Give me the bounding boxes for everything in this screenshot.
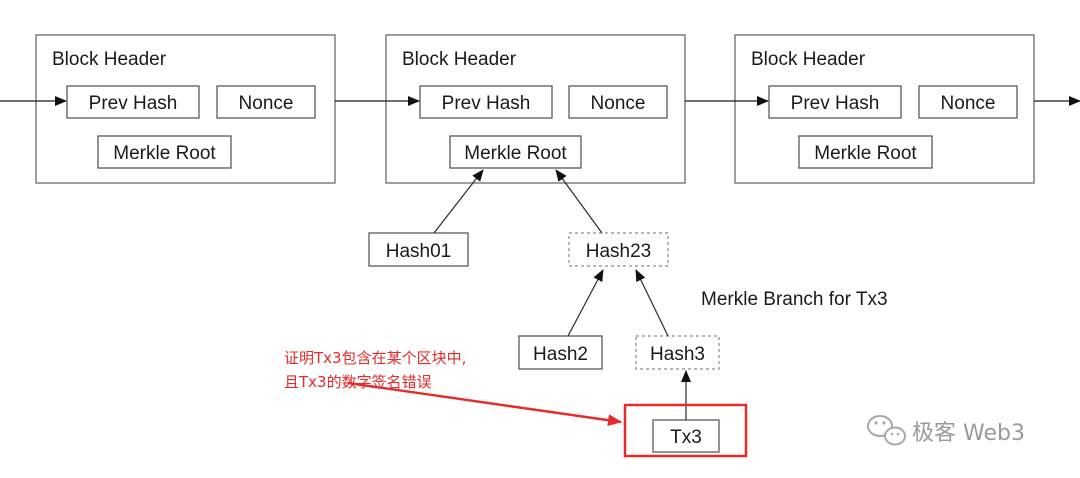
merkle-root-field <box>449 135 582 169</box>
prev-hash-label: Prev Hash <box>791 93 880 114</box>
nonce-field <box>216 85 316 119</box>
link-hash3-to-hash23 <box>635 269 669 337</box>
hash2-node <box>518 335 603 370</box>
hash3-node <box>635 335 720 370</box>
tx3-highlight-box <box>623 403 748 458</box>
prev-hash-label: Prev Hash <box>442 93 531 114</box>
nonce-field <box>918 85 1018 119</box>
link-hash01-to-root <box>433 169 484 234</box>
nonce-label: Nonce <box>591 93 646 114</box>
merkle-root-field <box>97 135 232 169</box>
block-3: Block Header Prev Hash Nonce Merkle Root <box>734 34 1035 184</box>
merkle-root-label: Merkle Root <box>113 143 216 164</box>
wechat-icon <box>867 415 906 446</box>
hash01-node <box>368 232 469 267</box>
tx3-node <box>652 419 720 453</box>
merkle-root-field <box>798 135 933 169</box>
block-header-label: Block Header <box>402 49 517 70</box>
hash3-label: Hash3 <box>650 344 705 365</box>
hash2-label: Hash2 <box>533 344 588 365</box>
prev-hash-field <box>768 85 902 119</box>
prev-hash-field <box>66 85 200 119</box>
link-hash23-to-root <box>555 169 603 234</box>
merkle-branch-caption: Merkle Branch for Tx3 <box>701 289 888 310</box>
link-hash2-to-hash23 <box>567 269 604 337</box>
tx3-label: Tx3 <box>670 427 702 448</box>
block-header-label: Block Header <box>52 49 167 70</box>
block-1: Block Header Prev Hash Nonce Merkle Root <box>35 34 336 184</box>
block-2: Block Header Prev Hash Nonce Merkle Root <box>385 34 686 184</box>
hash01-label: Hash01 <box>386 241 452 262</box>
merkle-root-label: Merkle Root <box>814 143 917 164</box>
prev-hash-field <box>419 85 553 119</box>
annotation-arrow <box>347 381 622 427</box>
block-header-label: Block Header <box>751 49 866 70</box>
hash23-node <box>568 232 669 267</box>
hash23-label: Hash23 <box>586 241 652 262</box>
annotation-line-1: 证明Tx3包含在某个区块中, <box>284 349 466 367</box>
nonce-field <box>568 85 668 119</box>
nonce-label: Nonce <box>239 93 294 114</box>
nonce-label: Nonce <box>941 93 996 114</box>
prev-hash-label: Prev Hash <box>89 93 178 114</box>
annotation-line-2: 且Tx3的数字签名错误 <box>284 373 432 391</box>
watermark-text: 极客 Web3 <box>912 421 1025 446</box>
merkle-root-label: Merkle Root <box>464 143 567 164</box>
